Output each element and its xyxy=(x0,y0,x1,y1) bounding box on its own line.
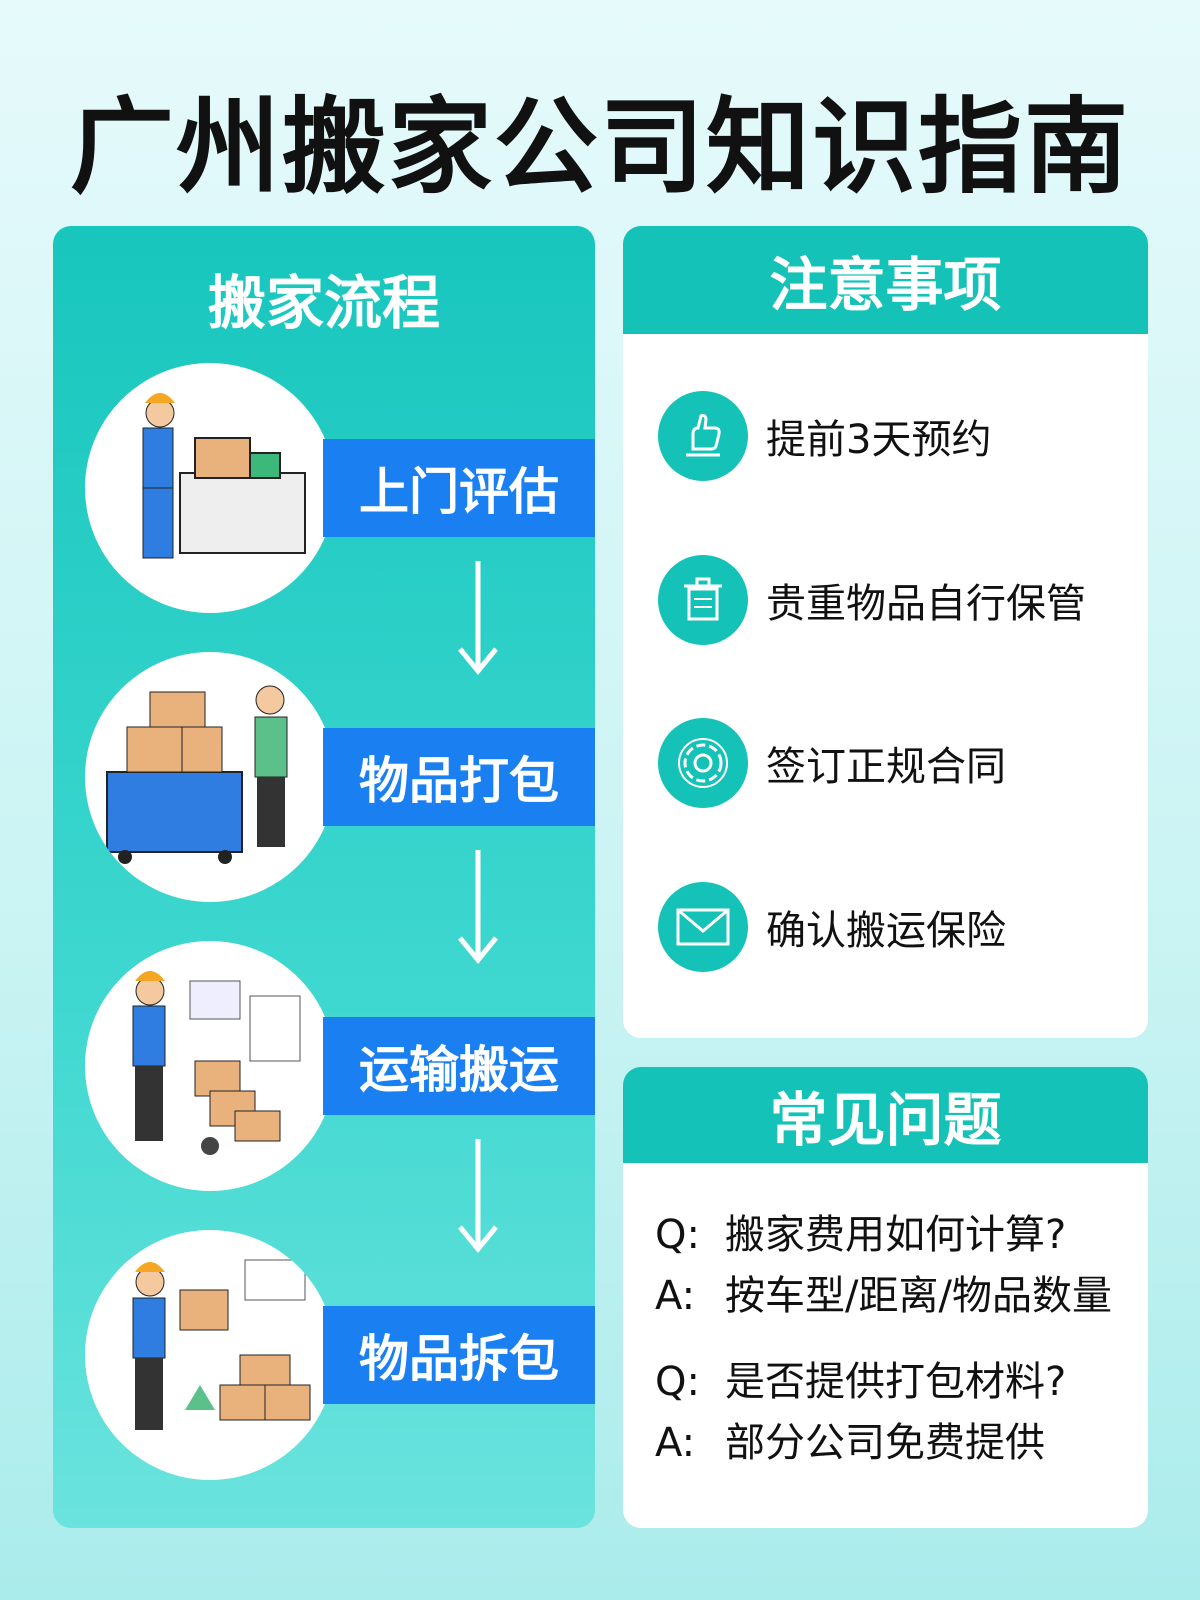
envelope-icon xyxy=(658,882,748,972)
faq-panel: 常见问题 Q: 搬家费用如何计算? A: 按车型/距离/物品数量 Q: 是否提供打包材… xyxy=(623,1067,1148,1528)
faq-question: Q: 是否提供打包材料? xyxy=(655,1349,1066,1407)
arrow-down-icon xyxy=(458,1139,498,1253)
process-panel: 搬家流程 上门评估 物品打包 运输搬运 物品拆包 xyxy=(53,226,595,1528)
step-label: 物品拆包 xyxy=(323,1306,595,1404)
q-prefix: Q: xyxy=(655,1359,700,1405)
arrow-down-icon xyxy=(458,850,498,964)
notes-heading: 注意事项 xyxy=(623,226,1148,334)
note-item: 贵重物品自行保管 xyxy=(658,555,1086,645)
process-step: 物品打包 xyxy=(53,652,595,902)
trash-bin-icon xyxy=(658,555,748,645)
process-step: 物品拆包 xyxy=(53,1230,595,1480)
note-label: 确认搬运保险 xyxy=(766,908,1006,954)
note-item: 提前3天预约 xyxy=(658,391,991,481)
hand-icon xyxy=(658,391,748,481)
a-prefix: A: xyxy=(655,1420,696,1466)
arrow-down-icon xyxy=(458,561,498,675)
unpacking-boxes-icon xyxy=(85,1230,335,1480)
faq-answer: A: 按车型/距离/物品数量 xyxy=(655,1263,1112,1321)
q-prefix: Q: xyxy=(655,1212,700,1258)
answer-text: 部分公司免费提供 xyxy=(725,1420,1045,1466)
note-item: 签订正规合同 xyxy=(658,718,1006,808)
step-label: 运输搬运 xyxy=(323,1017,595,1115)
faq-heading: 常见问题 xyxy=(623,1067,1148,1163)
note-label: 提前3天预约 xyxy=(766,417,992,463)
note-label: 贵重物品自行保管 xyxy=(766,581,1086,627)
question-text: 是否提供打包材料? xyxy=(725,1359,1067,1405)
note-label: 签订正规合同 xyxy=(766,744,1006,790)
step-label: 上门评估 xyxy=(323,439,595,537)
step-label: 物品打包 xyxy=(323,728,595,826)
faq-question: Q: 搬家费用如何计算? xyxy=(655,1202,1066,1260)
a-prefix: A: xyxy=(655,1273,696,1319)
faq-answer: A: 部分公司免费提供 xyxy=(655,1410,1045,1468)
question-text: 搬家费用如何计算? xyxy=(725,1212,1067,1258)
process-heading: 搬家流程 xyxy=(207,269,440,337)
worker-assessing-box-icon xyxy=(85,363,335,613)
packing-boxes-cart-icon xyxy=(85,652,335,902)
answer-text: 按车型/距离/物品数量 xyxy=(725,1273,1112,1319)
note-item: 确认搬运保险 xyxy=(658,882,1006,972)
process-step: 上门评估 xyxy=(53,363,595,613)
flower-icon xyxy=(658,718,748,808)
hand-truck-transport-icon xyxy=(85,941,335,1191)
page-title: 广州搬家公司知识指南 xyxy=(69,86,1130,208)
process-step: 运输搬运 xyxy=(53,941,595,1191)
notes-panel: 注意事项 提前3天预约 贵重物品自行保管 签订正规合同 确认搬运保险 xyxy=(623,226,1148,1038)
